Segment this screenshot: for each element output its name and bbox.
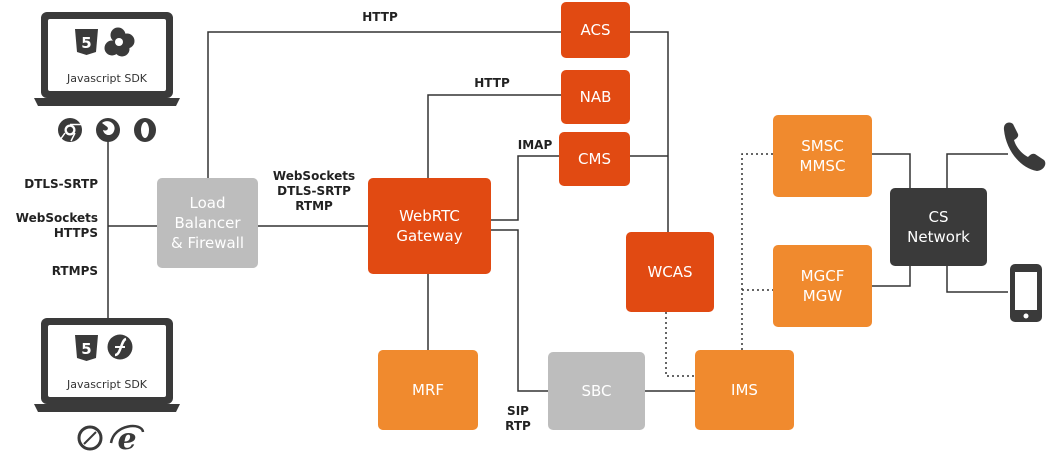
firefox-icon (96, 118, 120, 142)
mobile-phone-icon (1010, 264, 1042, 322)
sdk-label-top: Javascript SDK (66, 72, 148, 85)
html5-logo: 5 (75, 335, 98, 361)
svg-text:5: 5 (81, 340, 91, 358)
protocol-label-sip-rtp: SIP RTP (505, 404, 531, 433)
wcas-to-ims-dotted-line (665, 312, 695, 377)
gateway-to-sbc-line (491, 229, 548, 392)
nab-node: NAB (561, 70, 630, 124)
mgcf-mgw-node: MGCF MGW (773, 245, 872, 327)
wcas-node: WCAS (626, 232, 714, 312)
smsc-mmsc-node: SMSC MMSC (773, 115, 872, 197)
webrtc-gateway-node: WebRTC Gateway (368, 178, 491, 274)
acs-to-wcas-line (630, 31, 669, 232)
gateway-to-nab-line (427, 94, 561, 178)
cs-network-node: CS Network (890, 188, 987, 266)
safari-icon (77, 425, 103, 451)
ims-to-smsc-dotted-line (741, 153, 773, 350)
mrf-node: MRF (378, 350, 478, 430)
cs-to-phone-line (946, 153, 1008, 188)
cms-node: CMS (559, 132, 630, 186)
smsc-to-cs-line (872, 153, 911, 188)
mgcf-to-cs-line (872, 266, 911, 287)
protocol-label-acs-http: HTTP (362, 10, 398, 24)
webrtc-logo (104, 27, 135, 57)
protocol-label-rtmps: RTMPS (51, 264, 98, 278)
laptop-top: 5 Javascript SDK (34, 12, 180, 106)
protocol-label-gateway-in: WebSockets DTLS-SRTP RTMP (272, 169, 356, 213)
svg-text:5: 5 (81, 34, 91, 52)
protocol-label-dtls-srtp: DTLS-SRTP (24, 177, 98, 191)
opera-icon (134, 118, 156, 142)
html5-logo: 5 (75, 29, 98, 55)
sdk-label-bottom: Javascript SDK (66, 378, 148, 391)
laptop-bottom: 5 Javascript SDK (34, 318, 180, 412)
svg-text:e: e (117, 422, 136, 456)
protocol-label-nab-http: HTTP (474, 76, 510, 90)
internet-explorer-icon: e (109, 422, 145, 456)
load-balancer-node: Load Balancer & Firewall (157, 178, 258, 268)
protocol-label-websockets-https: WebSockets HTTPS (15, 211, 98, 240)
ims-node: IMS (695, 350, 794, 430)
sbc-node: SBC (548, 352, 645, 430)
chrome-icon (58, 118, 82, 142)
cs-to-mobile-line (946, 266, 1008, 293)
lb-to-acs-line (207, 31, 561, 178)
gateway-to-cms-line (491, 155, 559, 221)
acs-node: ACS (561, 2, 630, 58)
protocol-label-cms-imap: IMAP (517, 138, 553, 152)
phone-handset-icon (1003, 122, 1046, 171)
flash-logo (107, 334, 133, 360)
